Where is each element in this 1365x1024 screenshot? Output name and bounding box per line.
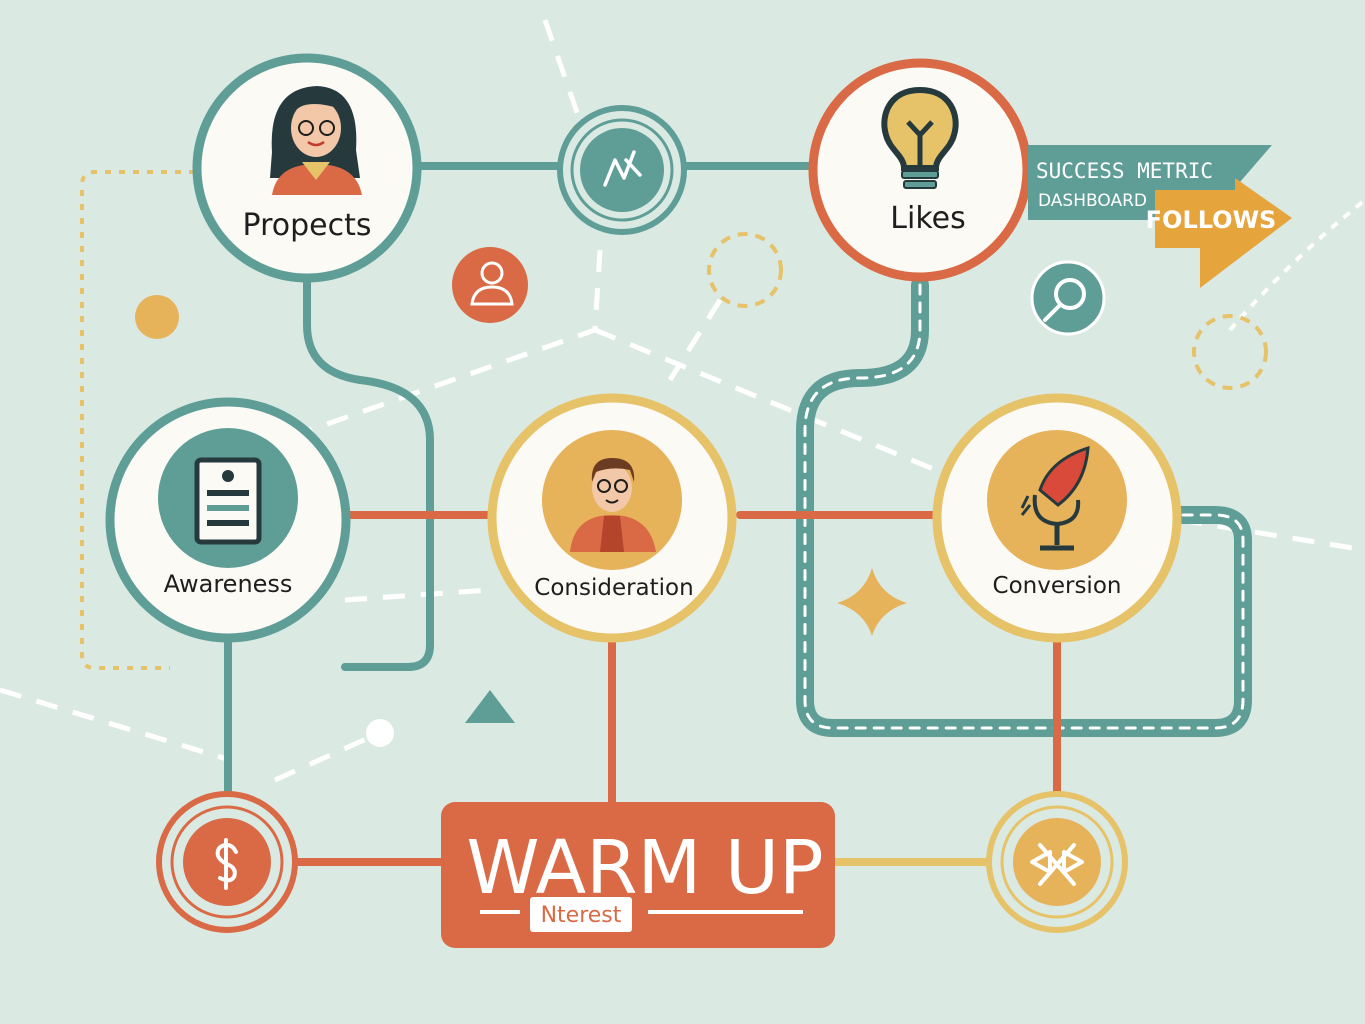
node-consideration[interactable]: Consideration: [487, 393, 737, 643]
triangle-shape: [465, 690, 515, 723]
warmup-panel[interactable]: WARM UP Nterest: [441, 802, 835, 948]
node-label-consideration: Consideration: [534, 575, 693, 601]
warmup-subtitle-chip: [530, 897, 632, 932]
magnifier-icon: [1043, 278, 1086, 322]
node-prospects[interactable]: Propects: [192, 53, 422, 283]
lightbulb-icon: [881, 86, 959, 189]
banner-line2: DASHBOARD: [1038, 191, 1147, 211]
node-label-prospects: Propects: [243, 208, 372, 243]
sparkle-star: [837, 568, 907, 636]
user-badge: [452, 247, 528, 323]
node-likes[interactable]: Likes: [808, 58, 1032, 282]
connectors: [224, 162, 1252, 866]
node-conversion[interactable]: Conversion: [932, 393, 1182, 643]
banner-line1: SUCCESS METRIC: [1036, 159, 1213, 183]
man-avatar-icon: [570, 458, 656, 552]
node-label-conversion: Conversion: [993, 573, 1122, 599]
warmup-title: WARM UP: [466, 825, 823, 911]
dot-white: [366, 719, 394, 747]
warmup-rule-left: [480, 910, 520, 914]
chart-trend-icon: [603, 150, 642, 187]
bowtie-node[interactable]: [986, 791, 1128, 933]
warmup-subtitle: Nterest: [541, 903, 622, 928]
node-label-likes: Likes: [890, 201, 965, 236]
document-icon: [194, 457, 262, 545]
hub-node[interactable]: [557, 105, 687, 235]
follows-tag: [1155, 178, 1292, 288]
dashed-line: [667, 298, 723, 382]
connector-track-dashes: [803, 283, 1245, 730]
node-label-awareness: Awareness: [164, 570, 293, 598]
dashed-line: [0, 687, 231, 763]
microphone-icon: [1020, 445, 1090, 551]
dashed-border-yellow: [80, 170, 195, 670]
warmup-rule-right: [648, 910, 803, 914]
dashed-line: [594, 327, 961, 483]
bowtie-icon: [1030, 843, 1084, 886]
dollar-node[interactable]: [156, 791, 298, 933]
follows-label: FOLLOWS: [1146, 206, 1277, 234]
connector-prospects-down: [303, 276, 434, 671]
dashed-line: [1179, 517, 1365, 553]
dashed-line: [1228, 198, 1365, 332]
background-decor: [0, 19, 1365, 783]
dot-yellow: [135, 295, 179, 339]
user-icon: [470, 261, 514, 306]
dashed-ring: [707, 232, 783, 308]
dashed-ring: [1192, 314, 1268, 390]
metric-banner[interactable]: SUCCESS METRIC DASHBOARD FOLLOWS: [1028, 145, 1292, 288]
woman-avatar-icon: [270, 86, 362, 195]
node-awareness[interactable]: Awareness: [105, 397, 351, 643]
search-badge: [1030, 260, 1106, 336]
dashed-line: [344, 587, 491, 603]
dollar-icon: [215, 838, 238, 890]
dashed-line: [273, 732, 377, 783]
